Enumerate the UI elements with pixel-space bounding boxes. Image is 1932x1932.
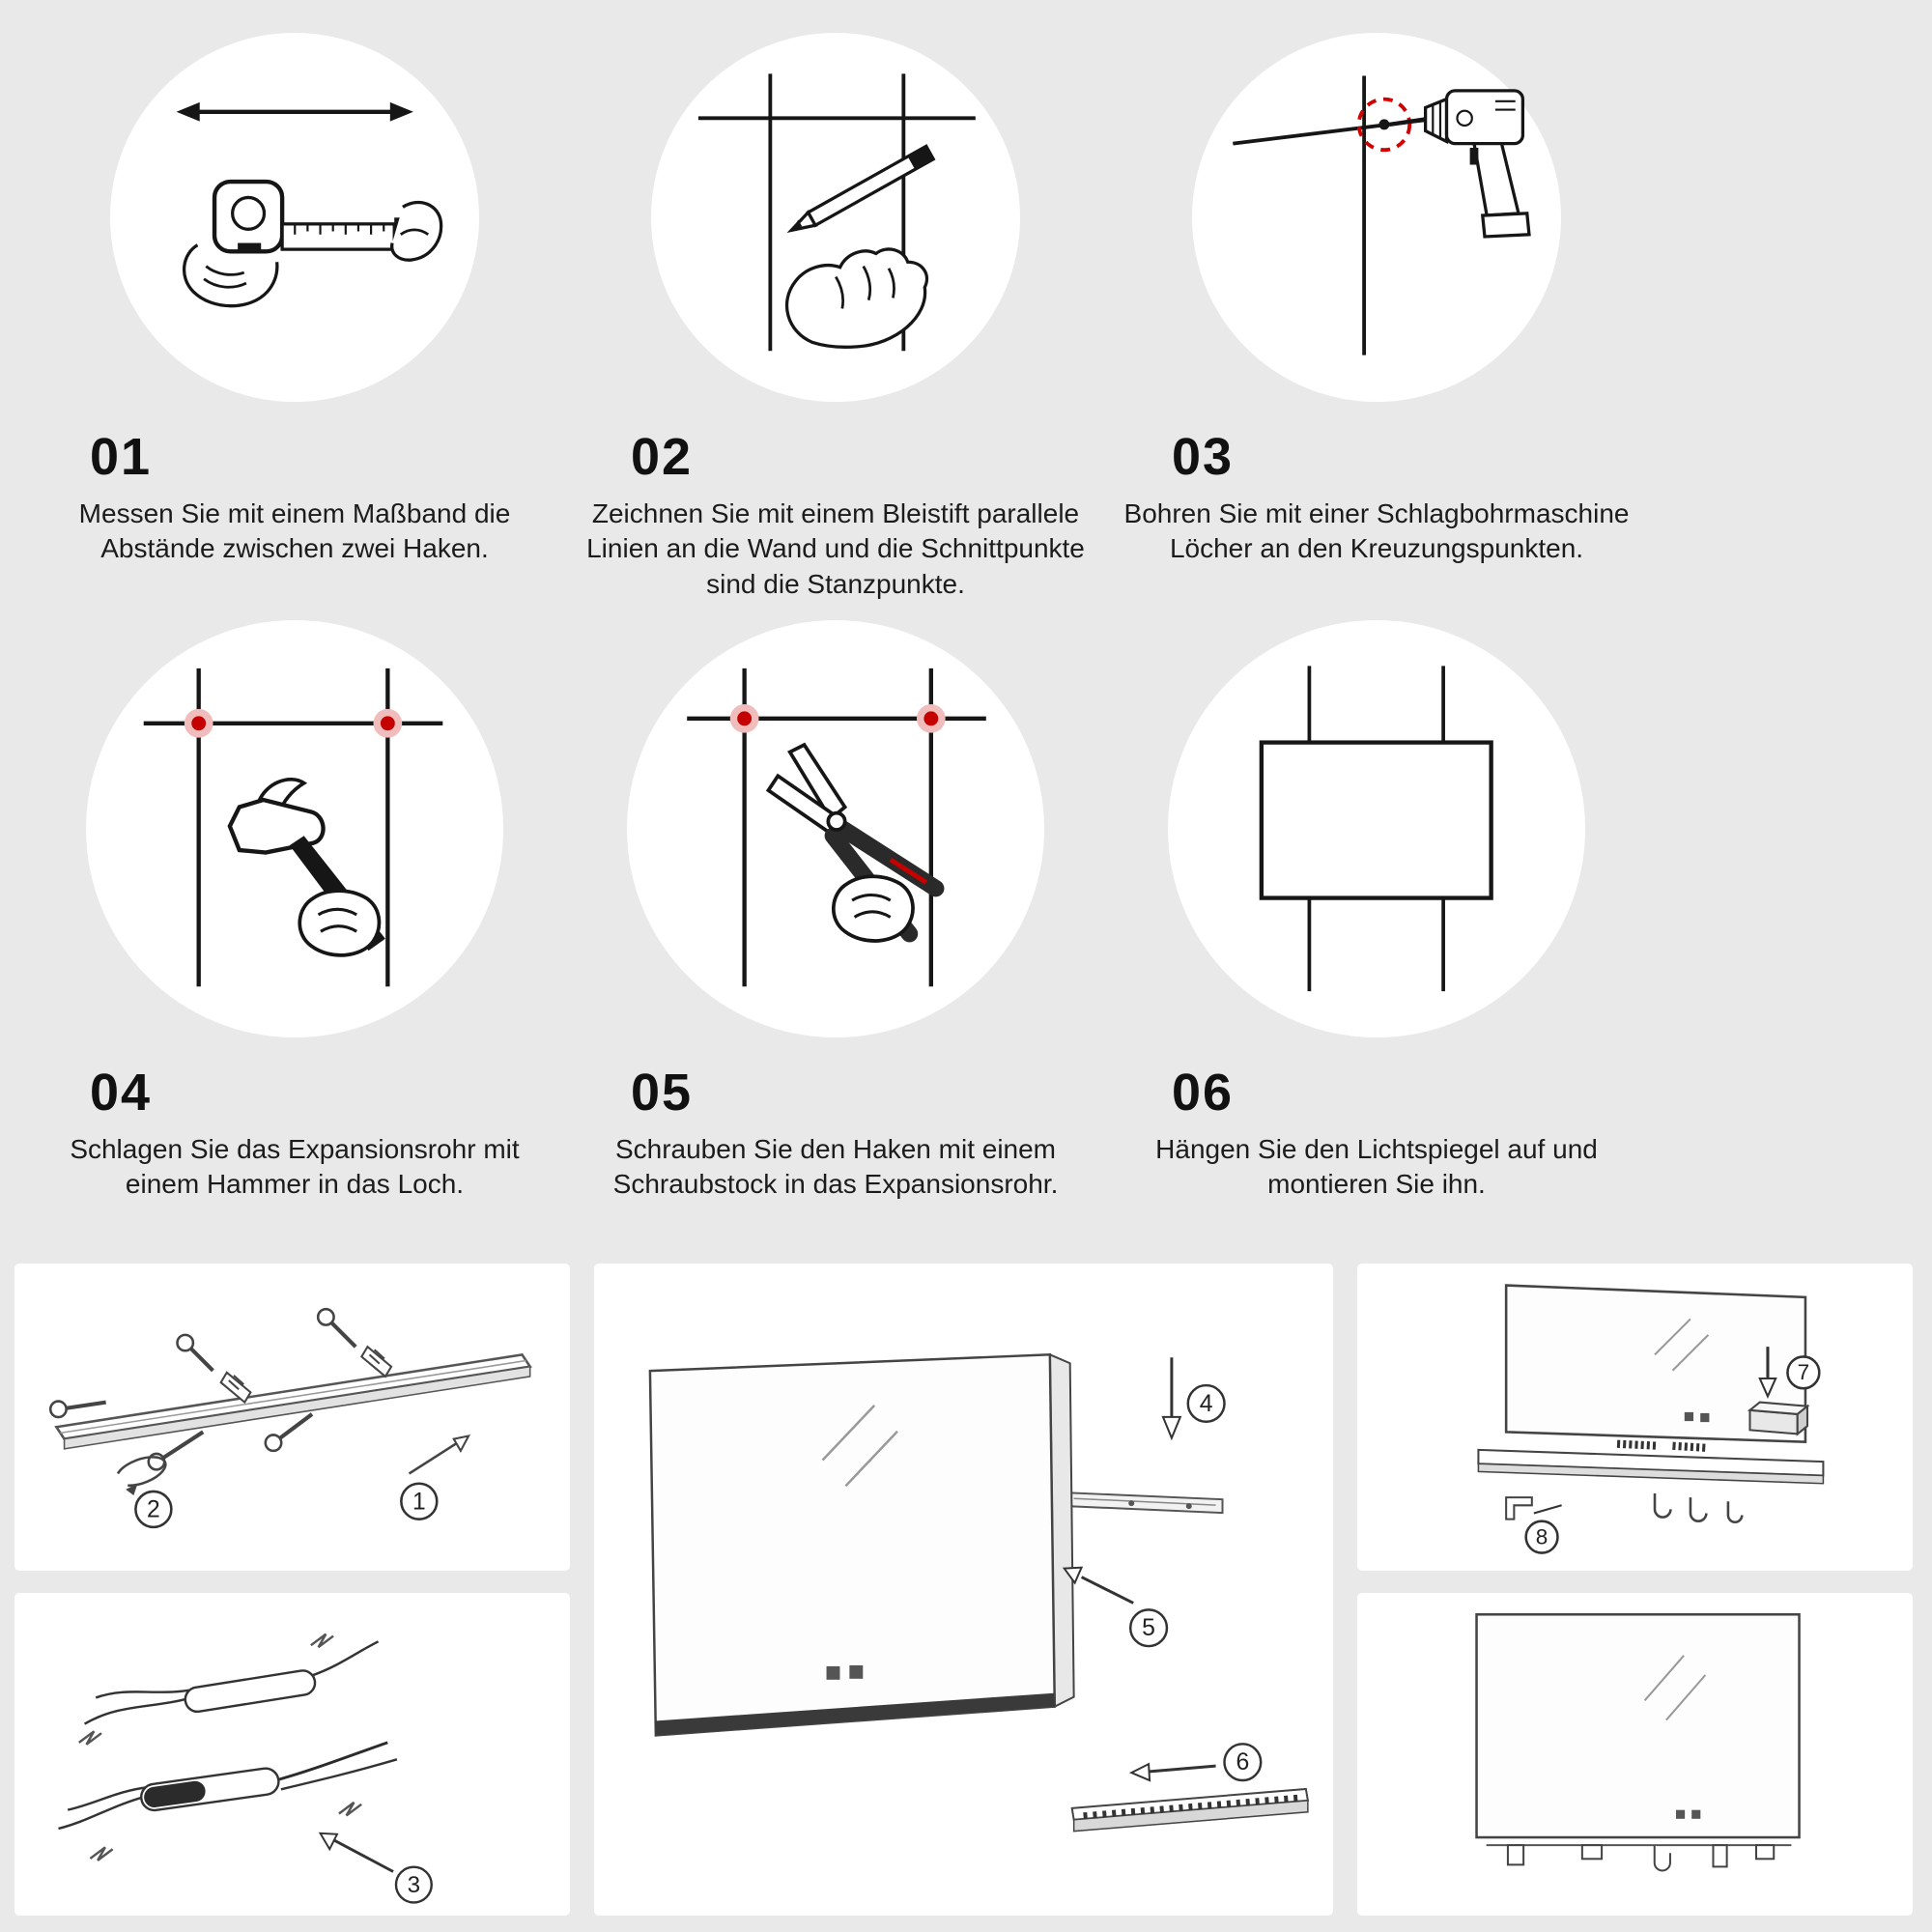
step-number: 01 (90, 428, 153, 486)
panel-shelf-accessories: 7 8 (1357, 1264, 1913, 1571)
step-text: Messen Sie mit einem Maßband die Abständ… (78, 498, 511, 564)
step-06: 06 Hängen Sie den Lichtspiegel auf und m… (1106, 620, 1647, 1238)
step-number: 02 (631, 428, 694, 486)
step-06-illustration (1168, 620, 1585, 1037)
step-05-illustration (627, 620, 1044, 1037)
callout-6-label: 6 (1236, 1749, 1249, 1776)
step-02: 02 Zeichnen Sie mit einem Bleistift para… (565, 33, 1106, 620)
assembly-diagrams-section: 2 1 3 (0, 1256, 1932, 1932)
step-text: Schlagen Sie das Expansionsrohr mit eine… (70, 1134, 520, 1200)
mirror-hardware-diagram (1475, 1613, 1801, 1872)
callout-5-label: 5 (1142, 1615, 1155, 1641)
panel-rail-assembly: 2 1 (14, 1264, 570, 1571)
step-03: 03 Bohren Sie mit einer Schlagbohrmaschi… (1106, 33, 1647, 620)
step-number: 05 (631, 1064, 694, 1122)
step-01: 01 Messen Sie mit einem Maßband die Abst… (24, 33, 565, 620)
callout-8-badge (1524, 1520, 1559, 1554)
callout-4-badge (1186, 1383, 1226, 1424)
pliers-icon (687, 668, 987, 987)
step-02-illustration (651, 33, 1020, 402)
callout-7-badge (1786, 1355, 1821, 1390)
hammer-icon (143, 668, 443, 987)
mirror-mounting-diagram: 4 5 6 (648, 1352, 1310, 1833)
step-text: Schrauben Sie den Haken mit einem Schrau… (612, 1134, 1059, 1200)
callout-2-label: 2 (147, 1497, 160, 1523)
shelf-accessories-diagram: 7 8 (1477, 1284, 1825, 1554)
steps-row-2: 04 Schlagen Sie das Expansionsrohr mit e… (24, 620, 1647, 1238)
step-number: 03 (1172, 428, 1235, 486)
callout-4-label: 4 (1200, 1391, 1213, 1417)
pencil-icon (697, 73, 976, 351)
callout-6-badge (1223, 1743, 1263, 1782)
steps-row-1: 01 Messen Sie mit einem Maßband die Abst… (24, 33, 1647, 620)
drill-icon (1232, 75, 1531, 355)
callout-7-label: 7 (1798, 1360, 1810, 1384)
mirror-hanging-icon (1259, 666, 1494, 992)
step-01-illustration (110, 33, 479, 402)
cable-connection-diagram: 3 (58, 1633, 433, 1904)
step-04-illustration (86, 620, 503, 1037)
step-text: Hängen Sie den Lichtspiegel auf und mont… (1155, 1134, 1598, 1200)
callout-1-badge (400, 1482, 439, 1520)
step-text: Bohren Sie mit einer Schlagbohrmaschine … (1123, 498, 1630, 564)
panel-cable-connection: 3 (14, 1593, 570, 1916)
step-number: 04 (90, 1064, 153, 1122)
step-text: Zeichnen Sie mit einem Bleistift paralle… (586, 498, 1085, 599)
callout-1-label: 1 (412, 1489, 426, 1515)
step-04: 04 Schlagen Sie das Expansionsrohr mit e… (24, 620, 565, 1238)
step-05: 05 Schrauben Sie den Haken mit einem Sch… (565, 620, 1106, 1238)
installation-steps-section: 01 Messen Sie mit einem Maßband die Abst… (24, 0, 1647, 1238)
step-03-illustration (1192, 33, 1561, 402)
callout-8-label: 8 (1536, 1524, 1548, 1548)
rail-assembly-diagram: 2 1 (48, 1307, 532, 1529)
step-number: 06 (1172, 1064, 1235, 1122)
callout-3-badge (394, 1865, 433, 1904)
tape-measure-icon (176, 101, 442, 308)
panel-mirror-mounting: 4 5 6 (594, 1264, 1333, 1916)
callout-2-badge (134, 1490, 173, 1529)
panel-mirror-hardware (1357, 1593, 1913, 1916)
callout-5-badge (1128, 1608, 1169, 1648)
callout-3-label: 3 (408, 1872, 420, 1898)
